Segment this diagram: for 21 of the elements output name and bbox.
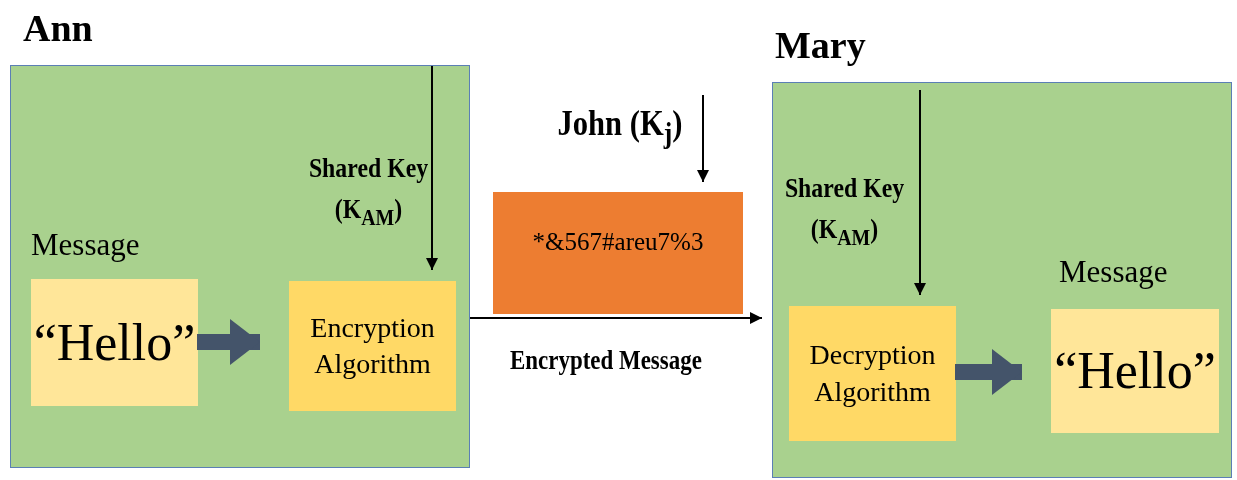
arrow — [697, 94, 709, 183]
box-text: “Hello” — [1054, 341, 1216, 402]
process-box — [789, 306, 956, 441]
key-label: Shared Key (K$_{AM}$) — [307, 151, 430, 232]
eavesdropper-label: John (K$_{j}$) — [556, 102, 684, 152]
process-box — [289, 281, 456, 411]
party-name: Ann — [23, 6, 93, 50]
box-heading: Message — [31, 227, 140, 263]
ciphertext-box — [493, 192, 743, 314]
arrow — [426, 65, 438, 271]
key-label: Shared Key (K$_{AM}$) — [783, 171, 906, 252]
block-arrow — [955, 349, 1022, 395]
box-heading: Message — [1059, 254, 1168, 290]
box-text: Decryption Algorithm — [808, 338, 937, 409]
arrow — [469, 312, 763, 324]
block-arrow — [197, 319, 260, 365]
arrow — [914, 89, 926, 296]
party-name: Mary — [775, 23, 866, 67]
box-text: “Hello” — [33, 312, 196, 373]
box-text: Encryption Algorithm — [309, 310, 436, 381]
ciphertext: *&567#areu7%3 — [532, 227, 704, 257]
